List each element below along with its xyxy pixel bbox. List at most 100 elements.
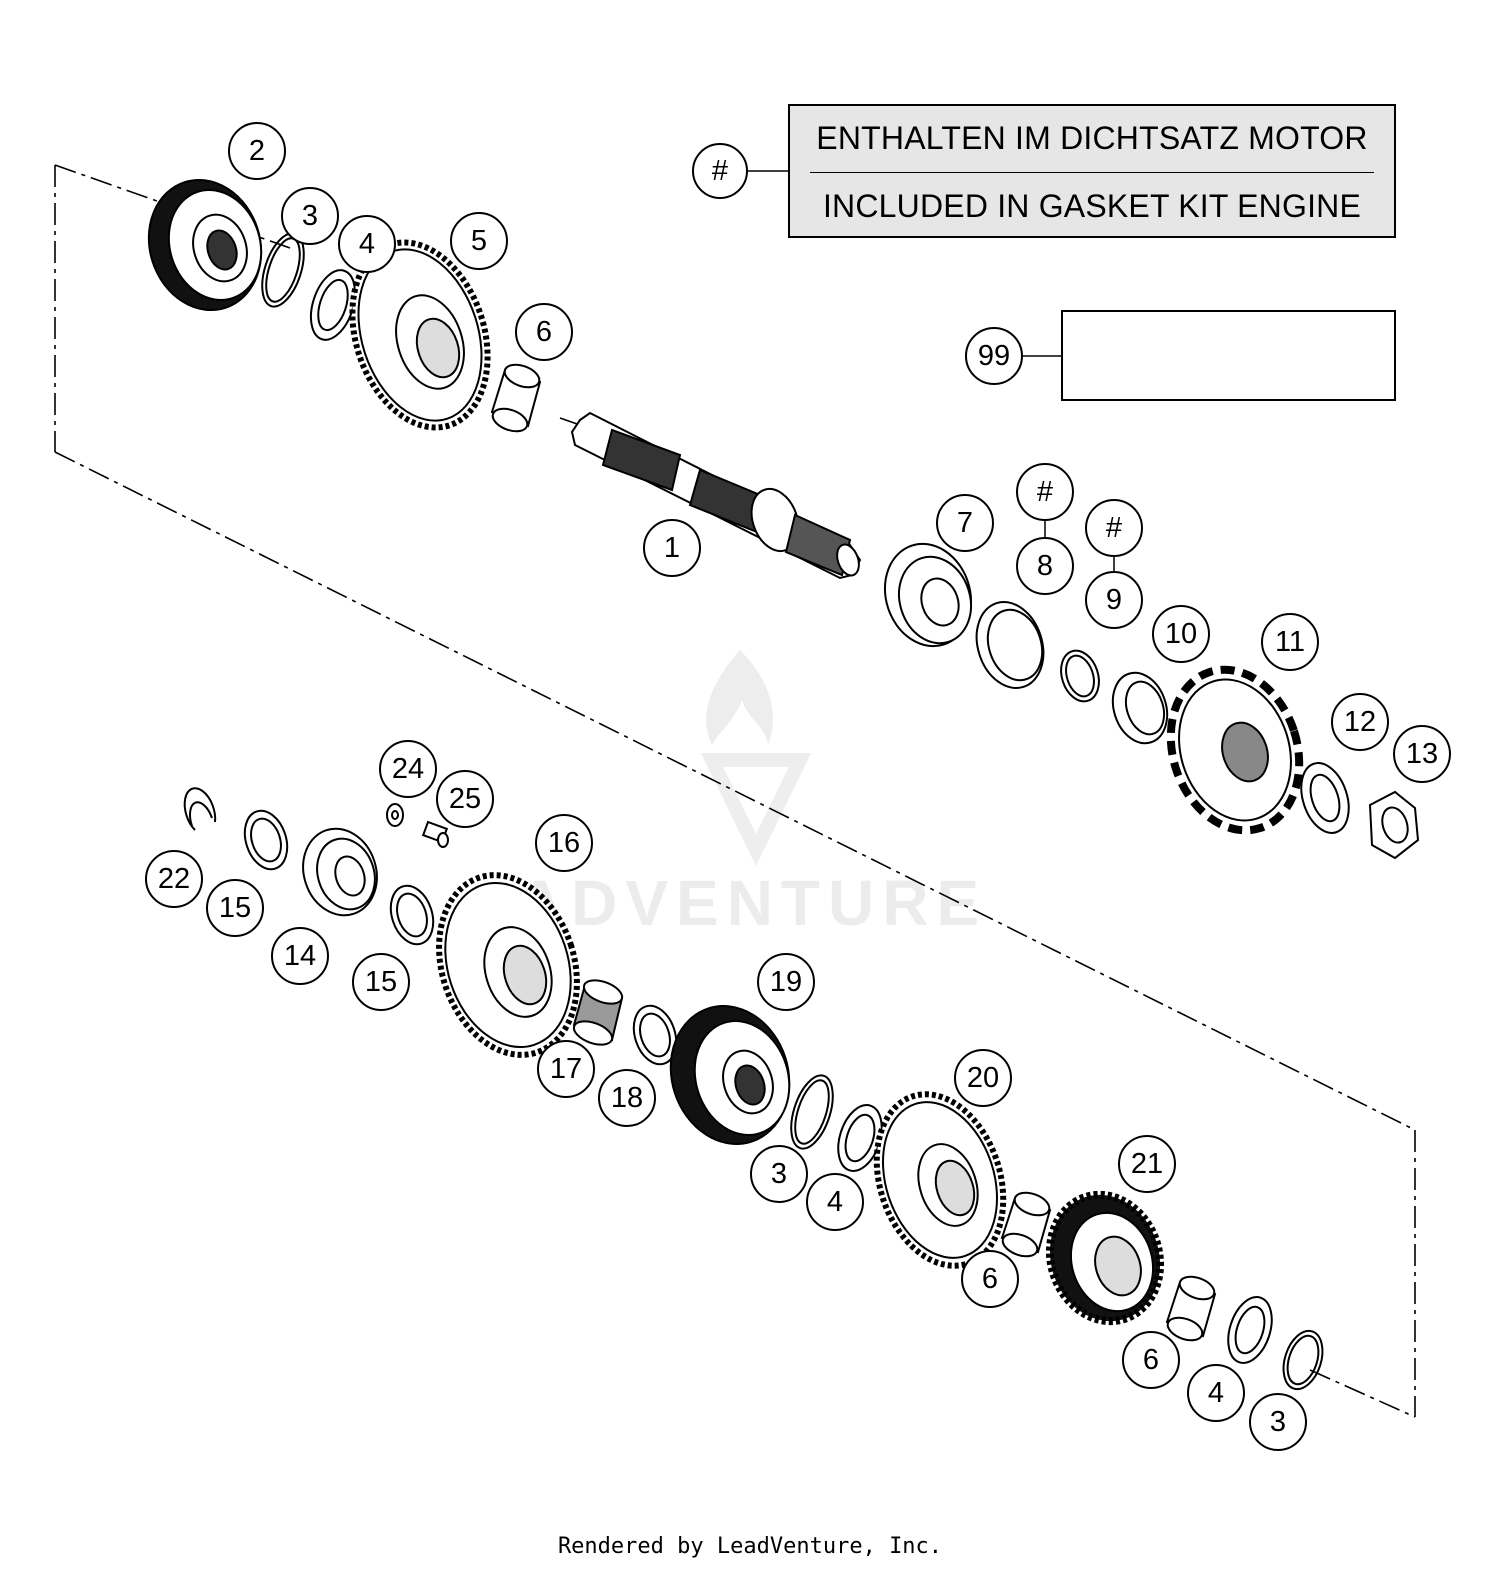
- callout-label-c25: 25: [449, 783, 481, 815]
- part-bushing-6-low: [1165, 1275, 1217, 1342]
- callout-circle: [1261, 613, 1319, 671]
- callout-circle: [1393, 725, 1451, 783]
- part-ring-3-mid: [790, 1074, 834, 1150]
- callout-label-c22: 22: [158, 863, 190, 895]
- callout-label-c15b: 15: [365, 966, 397, 998]
- part-gear-19: [669, 1005, 791, 1145]
- callout-circle: [643, 519, 701, 577]
- callout-label-c9: 9: [1106, 584, 1122, 616]
- part-needle-bearing-17: [572, 979, 624, 1046]
- part-lockwasher-12: [1300, 762, 1350, 834]
- callout-label-c12: 12: [1344, 706, 1376, 738]
- watermark-text: ADVENTURE: [517, 867, 987, 939]
- callout-circle: [750, 1145, 808, 1203]
- legend-text-german: ENTHALTEN IM DICHTSATZ MOTOR: [816, 120, 1368, 156]
- leader-lines: [748, 170, 1115, 572]
- callout-label-c20: 20: [967, 1062, 999, 1094]
- callout-label-c6a: 6: [536, 316, 552, 348]
- callout-circle: [1122, 1331, 1180, 1389]
- callout-label-c3b: 3: [771, 1158, 787, 1190]
- part-gear-16: [436, 872, 580, 1058]
- callout-label-c13: 13: [1406, 738, 1438, 770]
- callout-label-c9hash: #: [1106, 512, 1122, 544]
- callout-label-c3a: 3: [302, 200, 318, 232]
- legend-divider: [810, 172, 1374, 173]
- part-gear-2: [147, 178, 263, 312]
- callout-label-c1: 1: [664, 532, 680, 564]
- callout-circle: [1249, 1393, 1307, 1451]
- part-gear-21: [1045, 1190, 1165, 1326]
- legend-text-english: INCLUDED IN GASKET KIT ENGINE: [822, 188, 1362, 224]
- callout-circle: [515, 303, 573, 361]
- part-nut-13: [1368, 790, 1420, 860]
- callout-circle: [806, 1173, 864, 1231]
- callout-circle: [206, 879, 264, 937]
- kit-contents-box: [1061, 310, 1396, 401]
- callout-label-c4b: 4: [827, 1186, 843, 1218]
- legend-symbol-callout: #: [692, 143, 748, 199]
- part-sprocket-11: [1166, 665, 1304, 835]
- part-washer-4-low: [1227, 1296, 1273, 1364]
- callout-label-c5: 5: [471, 225, 487, 257]
- callout-circle: [598, 1069, 656, 1127]
- part-oring-9: [1060, 649, 1100, 703]
- part-bearing-14: [302, 827, 378, 917]
- part-shaft: [570, 411, 862, 580]
- callout-circle: [281, 187, 339, 245]
- callout-label-c3c: 3: [1270, 1406, 1286, 1438]
- callout-circle: [1016, 537, 1074, 595]
- callout-circle: [757, 953, 815, 1011]
- callout-circle: [228, 122, 286, 180]
- callout-label-c2: 2: [249, 135, 265, 167]
- callout-circle: [379, 740, 437, 798]
- part-bushing-6-mid: [1000, 1191, 1052, 1258]
- part-gear-5: [349, 239, 491, 431]
- callout-label-c24: 24: [392, 753, 424, 785]
- callout-label-c6c: 6: [1143, 1344, 1159, 1376]
- callout-circle: [352, 953, 410, 1011]
- callout-circle: [1016, 463, 1074, 521]
- part-seal-8: [975, 601, 1045, 689]
- callout-circle: [1085, 571, 1143, 629]
- callout-label-c19: 19: [770, 966, 802, 998]
- callout-label-c4c: 4: [1208, 1377, 1224, 1409]
- callout-label-c17: 17: [550, 1053, 582, 1085]
- callout-label-c6b: 6: [982, 1263, 998, 1295]
- part-pin-25: [421, 820, 449, 848]
- part-washer-15-b: [389, 884, 435, 946]
- callout-circle: [954, 1049, 1012, 1107]
- callout-label-c4a: 4: [359, 228, 375, 260]
- callout-label-c8: 8: [1037, 550, 1053, 582]
- callout-circle: [338, 215, 396, 273]
- callout-circle: [1187, 1364, 1245, 1422]
- callout-circle: [145, 850, 203, 908]
- callout-label-c18: 18: [611, 1082, 643, 1114]
- legend-symbol: #: [712, 155, 728, 187]
- legend-box: ENTHALTEN IM DICHTSATZ MOTOR INCLUDED IN…: [788, 104, 1396, 238]
- callout-label-c11: 11: [1275, 626, 1305, 658]
- callout-circle: [271, 927, 329, 985]
- part-gear-20: [873, 1091, 1007, 1269]
- callout-circle: [1331, 693, 1389, 751]
- part-washer-18: [632, 1004, 678, 1066]
- part-spacer-10: [1111, 671, 1169, 745]
- callout-circle: [535, 814, 593, 872]
- callout-circle: [450, 212, 508, 270]
- callout-circle: [1085, 499, 1143, 557]
- callout-circle: [436, 770, 494, 828]
- footer-credit: Rendered by LeadVenture, Inc.: [557, 1534, 943, 1559]
- part-ring-3-low: [1282, 1329, 1324, 1391]
- part-washer-24: [386, 803, 404, 827]
- callout-label-c15a: 15: [219, 892, 251, 924]
- callout-circle: [1118, 1135, 1176, 1193]
- kit-number-callout: 99: [965, 327, 1023, 385]
- kit-number: 99: [978, 340, 1010, 372]
- callout-label-c14: 14: [284, 940, 316, 972]
- callout-label-c8hash: #: [1037, 476, 1053, 508]
- part-circlip-22: [183, 787, 217, 831]
- callout-label-c10: 10: [1165, 618, 1197, 650]
- callout-label-c21: 21: [1131, 1148, 1163, 1180]
- callout-label-c16: 16: [548, 827, 580, 859]
